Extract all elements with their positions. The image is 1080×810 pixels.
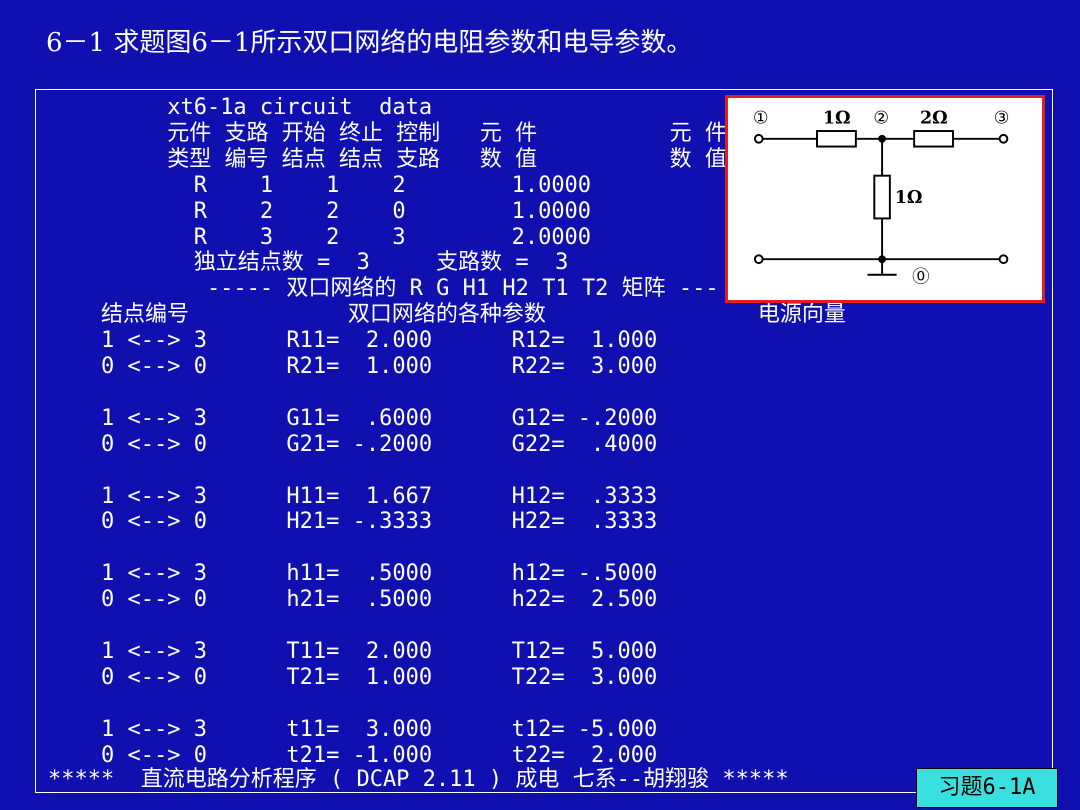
console-line: ----- 双口网络的 R G H1 H2 T1 T2 矩阵 --- xyxy=(48,276,719,302)
console-line: 1 <--> 3 H11= 1.667 H12= .3333 xyxy=(48,483,658,509)
console-output xyxy=(35,89,1053,793)
terminal-3 xyxy=(998,133,1009,144)
console-line: 1 <--> 3 R11= 2.000 R12= 1.000 xyxy=(48,328,658,354)
page-title: 6－1 求题图6－1所示双口网络的电阻参数和电导参数。 xyxy=(46,28,693,58)
console-line: 1 <--> 3 h11= .5000 h12= -.5000 xyxy=(48,561,658,587)
circuit-diagram: ① ② ③ ⓪ 1Ω 2Ω 1Ω xyxy=(725,95,1045,303)
circuit-svg: ① ② ③ ⓪ 1Ω 2Ω 1Ω xyxy=(753,108,1010,288)
console-line: 独立结点数 = 3 支路数 = 3 xyxy=(48,250,569,276)
console-line: xt6-1a circuit data xyxy=(48,95,433,120)
console-line: 0 <--> 0 H21= -.3333 H22= .3333 xyxy=(48,509,658,535)
console-line: 1 <--> 3 T11= 2.000 T12= 5.000 xyxy=(48,638,658,664)
console-line: 结点编号 双口网络的各种参数 电源向量 xyxy=(48,302,846,328)
r1-label: 1Ω xyxy=(823,108,851,128)
console-line: 0 <--> 0 h21= .5000 h22= 2.500 xyxy=(48,587,658,613)
console-line: 0 <--> 0 t21= -1.000 t22= 2.000 xyxy=(48,742,658,768)
console-line: 0 <--> 0 G21= -.2000 G22= .4000 xyxy=(48,431,658,457)
resistor-1 xyxy=(816,130,857,148)
console-line: 0 <--> 0 T21= 1.000 T22= 3.000 xyxy=(48,664,658,690)
exercise-tag[interactable]: 习题6-1A xyxy=(916,768,1058,808)
node-1-label: ① xyxy=(753,108,769,128)
terminal-1 xyxy=(753,133,764,144)
console-line: 0 <--> 0 R21= 1.000 R22= 3.000 xyxy=(48,354,658,379)
console-line: 类型 编号 结点 结点 支路 数 值 数 值 xyxy=(48,146,727,172)
r2-label: 2Ω xyxy=(920,108,948,128)
node-0-label: ⓪ xyxy=(912,268,929,288)
r3-label: 1Ω xyxy=(895,188,923,208)
console-line: 元件 支路 开始 终止 控制 元 件 元 件 xyxy=(48,120,727,146)
console-line: 1 <--> 3 t11= 3.000 t12= -5.000 xyxy=(48,716,658,742)
console-line: 1 <--> 3 G11= .6000 G12= -.2000 xyxy=(48,405,658,431)
terminal-1-ground xyxy=(753,254,764,265)
program-footer: ***** 直流电路分析程序 ( DCAP 2.11 ) 成电 七系--胡翔骏 … xyxy=(48,767,789,792)
node-3-label: ③ xyxy=(994,108,1010,128)
console-line: R 2 2 0 1.0000 xyxy=(48,198,592,224)
console-line: R 1 1 2 1.0000 xyxy=(48,172,592,198)
terminal-3-ground xyxy=(998,254,1009,265)
resistor-2 xyxy=(913,130,954,148)
console-line: R 3 2 3 2.0000 xyxy=(48,224,592,250)
resistor-3 xyxy=(873,174,891,220)
node-2-label: ② xyxy=(873,108,889,128)
